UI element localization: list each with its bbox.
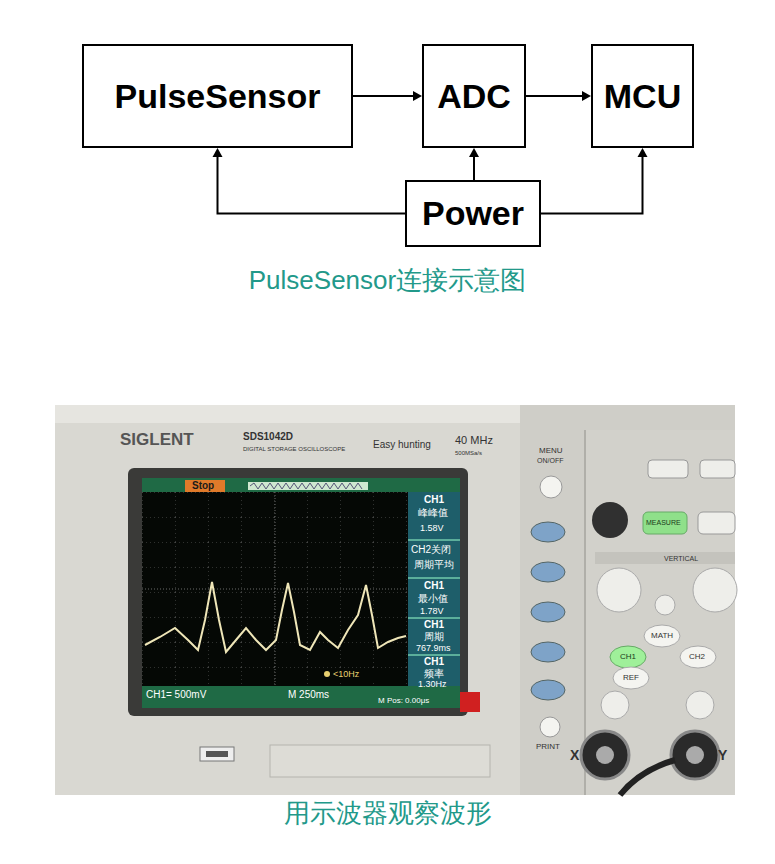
menu-value: 1.58V xyxy=(420,524,444,533)
node-label: ADC xyxy=(437,77,511,116)
node-label: Power xyxy=(422,194,524,233)
menu-text: 峰峰值 xyxy=(418,508,448,518)
menu-value: 1.30Hz xyxy=(418,680,447,689)
menu-text: CH1 xyxy=(424,581,444,591)
menu-text: 最小值 xyxy=(418,594,448,604)
button-label: MENU xyxy=(539,447,563,455)
connector-arrow xyxy=(213,148,406,214)
menu-text: CH2关闭 xyxy=(411,545,451,555)
status-text: M Pos: 0.00μs xyxy=(378,697,429,705)
button-label: REF xyxy=(623,674,639,682)
button-label: MATH xyxy=(651,632,673,640)
menu-text: CH1 xyxy=(424,657,444,667)
button-label: ON/OFF xyxy=(537,457,563,464)
power-box: Power xyxy=(405,180,541,247)
figure-caption: PulseSensor连接示意图 xyxy=(0,265,775,296)
run-status: Stop xyxy=(192,481,214,491)
module-box: PulseSensor xyxy=(82,44,353,148)
connector-arrow xyxy=(541,148,648,214)
status-text: CH1= 500mV xyxy=(146,690,206,700)
menu-text: 周期平均 xyxy=(414,560,454,570)
menu-text: 频率 xyxy=(424,669,444,679)
menu-text: CH1 xyxy=(424,620,444,630)
menu-text: CH1 xyxy=(424,495,444,505)
module-box: MCU xyxy=(591,44,694,148)
button-label: PRINT xyxy=(536,743,560,751)
menu-text: 周期 xyxy=(424,632,444,642)
model-name: SDS1042D xyxy=(243,432,293,442)
connector-arrow xyxy=(526,91,591,101)
node-label: PulseSensor xyxy=(115,77,321,116)
bandwidth: 40 MHz xyxy=(455,435,493,446)
status-text: M 250ms xyxy=(288,690,329,700)
menu-value: 767.9ms xyxy=(416,644,451,653)
connector-arrow xyxy=(353,91,422,101)
trigger-freq: <10Hz xyxy=(333,670,359,679)
figure-caption: 用示波器观察波形 xyxy=(0,798,775,829)
sample-rate: 500MSa/s xyxy=(455,450,482,456)
button-label: MEASURE xyxy=(646,519,681,526)
model-subtitle: DIGITAL STORAGE OSCILLOSCOPE xyxy=(243,446,345,452)
button-label: CH1 xyxy=(620,653,636,661)
node-label: MCU xyxy=(604,77,681,116)
connector-arrow xyxy=(469,148,479,180)
panel-label: VERTICAL xyxy=(664,555,698,562)
button-label: CH2 xyxy=(689,653,705,661)
slogan: Easy hunting xyxy=(373,440,431,450)
brand-logo: SIGLENT xyxy=(120,431,194,448)
connector-label: X xyxy=(570,748,579,762)
module-box: ADC xyxy=(422,44,526,148)
connector-label: Y xyxy=(718,748,727,762)
menu-value: 1.78V xyxy=(420,607,444,616)
